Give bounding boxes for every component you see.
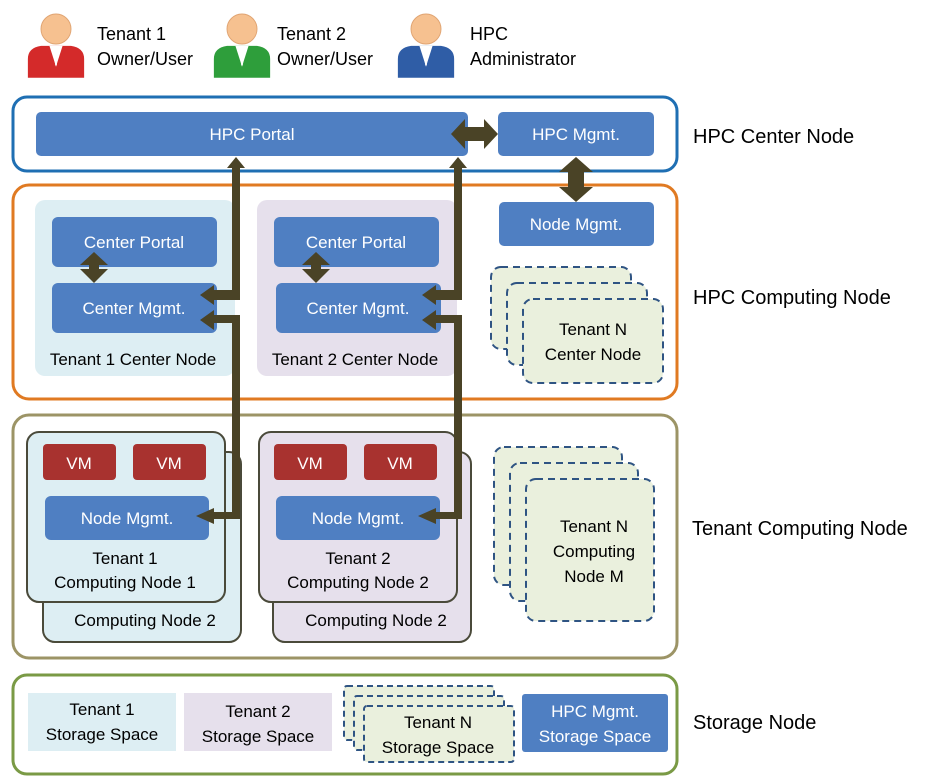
tenant2-center-mgmt-box [276, 283, 441, 333]
tenantN-computing-line2: Computing [553, 542, 635, 561]
arrow-t1-nodemgmt-to-centermgmt [196, 310, 240, 524]
tenant2-vm2-label: VM [387, 454, 413, 473]
tenantN-computing-stack: Tenant N Computing Node M [493, 446, 655, 622]
tenant1-storage-line1: Tenant 1 [69, 700, 134, 719]
tenantN-center-line1: Tenant N [559, 320, 627, 339]
tenant2-vm1-label: VM [297, 454, 323, 473]
tenant1-vm1-label: VM [66, 454, 92, 473]
actor-tenant1: Tenant 1 Owner/User [27, 13, 193, 79]
tenant2-vm2 [364, 444, 437, 480]
layer-label-tenant: Tenant Computing Node [692, 518, 908, 540]
actor-tenant1-line1: Tenant 1 [97, 24, 166, 44]
tenantN-computing-line3: Node M [564, 567, 624, 586]
administrator-icon [397, 13, 455, 79]
computing-node-mgmt-label: Node Mgmt. [530, 215, 623, 234]
layer-label-center: HPC Center Node [693, 126, 854, 148]
tenant2-computing-line2: Computing Node 2 [287, 573, 429, 592]
tenant2-node-mgmt-label: Node Mgmt. [312, 509, 405, 528]
tenantN-storage-stack: Tenant N Storage Space [343, 685, 515, 763]
tenant1-vm1 [43, 444, 116, 480]
actor-tenant2-line2: Owner/User [277, 49, 373, 69]
tenant1-storage-line2: Storage Space [46, 725, 158, 744]
tenant2-center-portal-label: Center Portal [306, 233, 406, 252]
tenantN-center-node-stack: Tenant N Center Node [490, 266, 664, 384]
tenant2-storage-line1: Tenant 2 [225, 702, 290, 721]
tenant1-computing-group: Computing Node 2 VM VM Node Mgmt. Tenant… [26, 431, 242, 643]
tenant1-computing-line2: Computing Node 1 [54, 573, 196, 592]
tenant2-storage-box [184, 693, 332, 751]
tenant1-vm2 [133, 444, 206, 480]
computing-node-mgmt-box [499, 202, 654, 246]
arrow-portal-mgmt [451, 119, 498, 149]
actor-tenant2-line1: Tenant 2 [277, 24, 346, 44]
tenantN-storage-line1: Tenant N [404, 713, 472, 732]
tenant1-vm2-label: VM [156, 454, 182, 473]
layer-label-storage: Storage Node [693, 712, 816, 734]
hpc-mgmt-label: HPC Mgmt. [532, 125, 620, 144]
hpc-portal-box [36, 112, 468, 156]
tenant2-node-mgmt-box [276, 496, 440, 540]
hpc-mgmt-storage-line1: HPC Mgmt. [551, 702, 639, 721]
tenant1-center-node-label: Tenant 1 Center Node [50, 350, 216, 369]
tenant2-center-mgmt-label: Center Mgmt. [307, 299, 410, 318]
tenant1-back-label: Computing Node 2 [74, 611, 216, 630]
tenant2-back-label: Computing Node 2 [305, 611, 447, 630]
hpc-mgmt-storage-line2: Storage Space [539, 727, 651, 746]
tenant1-node-mgmt-label: Node Mgmt. [81, 509, 174, 528]
tenant2-center-node-label: Tenant 2 Center Node [272, 350, 438, 369]
tenantN-computing-line1: Tenant N [560, 517, 628, 536]
arrow-t2-portal-mgmt [302, 252, 330, 283]
tenant1-center-mgmt-label: Center Mgmt. [83, 299, 186, 318]
tenant1-storage-box [28, 693, 176, 751]
actor-admin-line1: HPC [470, 24, 508, 44]
actor-tenant1-line2: Owner/User [97, 49, 193, 69]
tenant2-computing-line1: Tenant 2 [325, 549, 390, 568]
tenantN-center-line2: Center Node [545, 345, 641, 364]
arrow-t1-portal-mgmt [80, 252, 108, 283]
layer-label-computing: HPC Computing Node [693, 287, 891, 309]
connection-arrows [80, 119, 593, 524]
hpc-mgmt-storage-box [522, 694, 668, 752]
actor-admin: HPC Administrator [397, 13, 576, 79]
arrow-t2-nodemgmt-to-centermgmt [418, 310, 462, 524]
arrow-portal-to-t1-center-mgmt [200, 157, 245, 305]
tenant1-computing-line1: Tenant 1 [92, 549, 157, 568]
tenant1-node-mgmt-box [45, 496, 209, 540]
arrow-hpcmgmt-nodemgmt [559, 157, 593, 202]
actor-tenant2: Tenant 2 Owner/User [213, 13, 373, 79]
tenant1-center-mgmt-box [52, 283, 217, 333]
tenant1-center-portal-label: Center Portal [84, 233, 184, 252]
tenant1-user-icon [27, 13, 85, 79]
tenant2-vm1 [274, 444, 347, 480]
actor-admin-line2: Administrator [470, 49, 576, 69]
hpc-portal-label: HPC Portal [209, 125, 294, 144]
tenantN-storage-line2: Storage Space [382, 738, 494, 757]
tenant2-storage-line2: Storage Space [202, 727, 314, 746]
hpc-mgmt-box [498, 112, 654, 156]
arrow-portal-to-t2-center-mgmt [422, 157, 467, 305]
tenant2-user-icon [213, 13, 271, 79]
tenant2-computing-group: Computing Node 2 VM VM Node Mgmt. Tenant… [258, 431, 472, 643]
